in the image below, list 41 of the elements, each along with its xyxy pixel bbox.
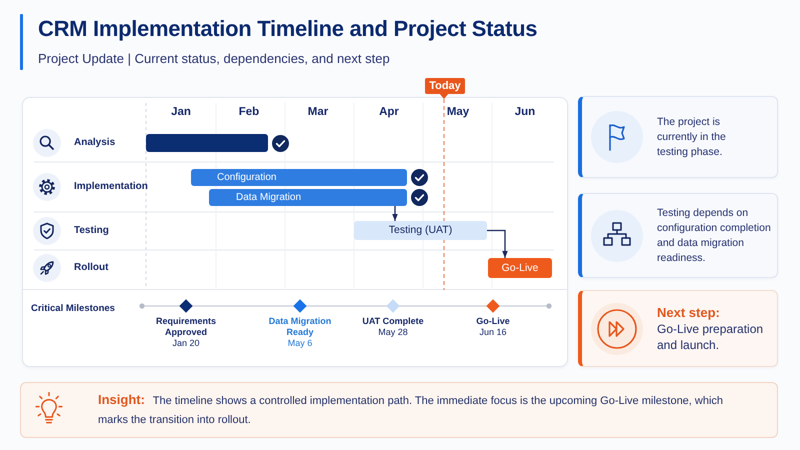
month-label: Feb	[238, 105, 260, 119]
card-heading: Next step:	[657, 304, 721, 321]
info-card	[578, 290, 778, 367]
milestone-diamond	[293, 299, 307, 313]
insight-panel	[20, 382, 778, 438]
section-label: Critical Milestones	[31, 302, 115, 316]
info-card	[578, 96, 778, 178]
milestone-diamond	[179, 299, 193, 313]
title: CRM Implementation Timeline and Project Status	[38, 15, 538, 43]
milestone-date: Jun 16	[478, 327, 508, 338]
task-bar	[146, 134, 268, 152]
row-label: Implementation	[74, 180, 148, 194]
month-label: Jan	[170, 105, 192, 119]
month-label: Jun	[514, 105, 536, 119]
insight-text: Insight: The timeline shows a controlled implementation path. The immediate focus is the upcoming Go-Live milestone, which marks the transition into rollout.	[98, 391, 724, 428]
subtitle: Project Update | Current status, dependencies, and next step	[38, 52, 390, 66]
month-label: Mar	[306, 105, 330, 119]
row-label: Rollout	[74, 261, 108, 275]
arrow	[392, 206, 398, 221]
milestone-date: Jan 20	[171, 338, 201, 349]
row-label: Testing	[74, 224, 109, 238]
milestone-label: Go-Live	[475, 316, 511, 327]
month-label: May	[446, 105, 470, 119]
milestone-label: Data Migration Ready	[268, 316, 332, 338]
milestone-label: UAT Complete	[361, 316, 425, 327]
milestone-label: Requirements Approved	[154, 316, 218, 338]
milestone-date: May 6	[286, 338, 314, 349]
task-bar: Configuration	[191, 169, 407, 186]
card-text: Go-Live preparation and launch.	[657, 321, 764, 353]
milestone-date: May 28	[377, 327, 409, 338]
month-label: Apr	[378, 105, 400, 119]
info-card	[578, 193, 778, 278]
task-bar: Testing (UAT)	[354, 221, 487, 240]
card-text: The project is currently in the testing phase.	[657, 114, 727, 160]
card-text: Testing depends on configuration completion and data migration readiness.	[657, 206, 772, 266]
arrow	[487, 230, 508, 258]
row-label: Analysis	[74, 136, 116, 150]
task-bar: Data Migration	[209, 189, 407, 206]
milestone-diamond	[386, 299, 400, 313]
task-bar: Go-Live	[488, 258, 552, 278]
milestone-diamond	[486, 299, 500, 313]
